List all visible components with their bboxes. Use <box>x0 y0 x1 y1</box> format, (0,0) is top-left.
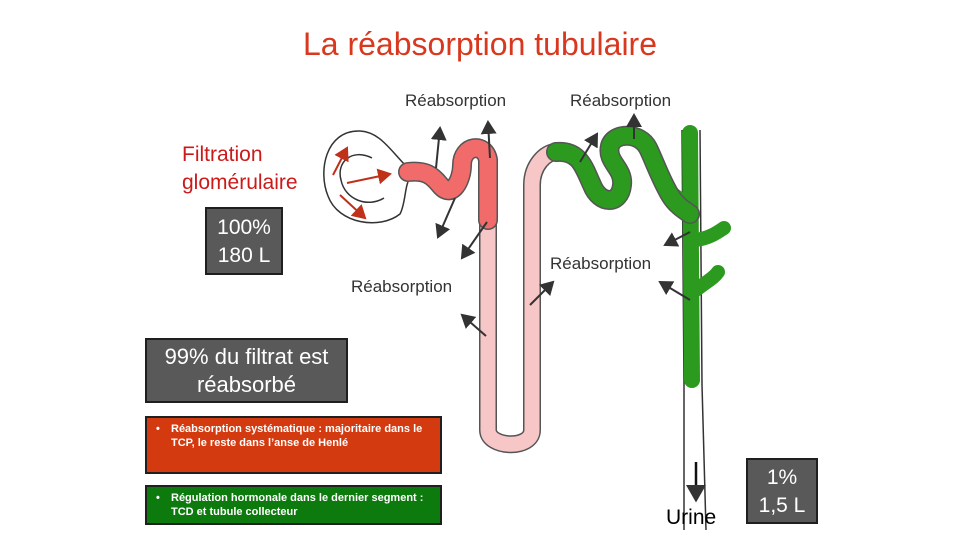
reabsorption-label-top-left: Réabsorption <box>405 91 507 110</box>
reabs-arrow-9 <box>663 231 691 247</box>
filtrate-reabsorbed-box: 99% du filtrat est réabsorbé <box>145 338 348 403</box>
reabs-arrow-5 <box>460 313 487 337</box>
hormonal-regulation-note: • Régulation hormonale dans le dernier s… <box>145 485 442 525</box>
reabsorption-label-mid-right: Réabsorption <box>550 254 652 273</box>
filtration-arrow-2 <box>346 168 392 185</box>
reabs-arrow-4 <box>460 221 488 260</box>
reabs-arrow-10 <box>658 280 691 301</box>
systematic-reabsorption-note: • Réabsorption systématique : majoritair… <box>145 416 442 474</box>
input-percent: 100% <box>217 216 271 239</box>
hormonal-note-text: Régulation hormonale dans le dernier seg… <box>171 492 424 518</box>
systematic-note-text: Réabsorption systématique : majoritaire … <box>171 423 423 449</box>
reabs-arrow-7 <box>579 132 599 163</box>
reabs-arrow-6 <box>529 280 555 306</box>
reabs-arrow-2 <box>480 120 497 159</box>
filtration-label: Filtration glomérulaire <box>182 141 298 197</box>
filtrate-line2: réabsorbé <box>196 372 297 397</box>
reabsorption-label-mid-left: Réabsorption <box>351 277 453 296</box>
filtration-label-line2: glomérulaire <box>182 171 298 194</box>
reabs-arrow-3 <box>435 197 456 239</box>
urine-label: Urine <box>666 506 717 529</box>
filtration-label-line1: Filtration <box>182 143 263 166</box>
input-volume-box: 100% 180 L <box>205 207 283 275</box>
filtration-arrow-1 <box>332 146 349 176</box>
reabs-arrow-1 <box>430 126 447 169</box>
collecting-duct-wall-right <box>699 129 707 531</box>
bowman-capsule <box>323 130 409 224</box>
collecting-duct-branch-1 <box>689 221 731 247</box>
henle-loop <box>479 143 565 454</box>
reabsorption-label-top-right: Réabsorption <box>570 91 672 110</box>
filtration-arrow-3 <box>339 194 367 220</box>
collecting-duct <box>682 125 700 388</box>
input-volume: 180 L <box>217 244 271 267</box>
output-volume-box: 1% 1,5 L <box>746 458 818 524</box>
output-volume: 1,5 L <box>758 494 806 517</box>
page-title: La réabsorption tubulaire <box>302 26 657 62</box>
output-percent: 1% <box>766 466 798 489</box>
bowman-capsule-inner <box>339 153 385 203</box>
filtrate-line1: 99% du filtrat est <box>164 344 329 369</box>
collecting-duct-branch-2 <box>689 265 725 297</box>
